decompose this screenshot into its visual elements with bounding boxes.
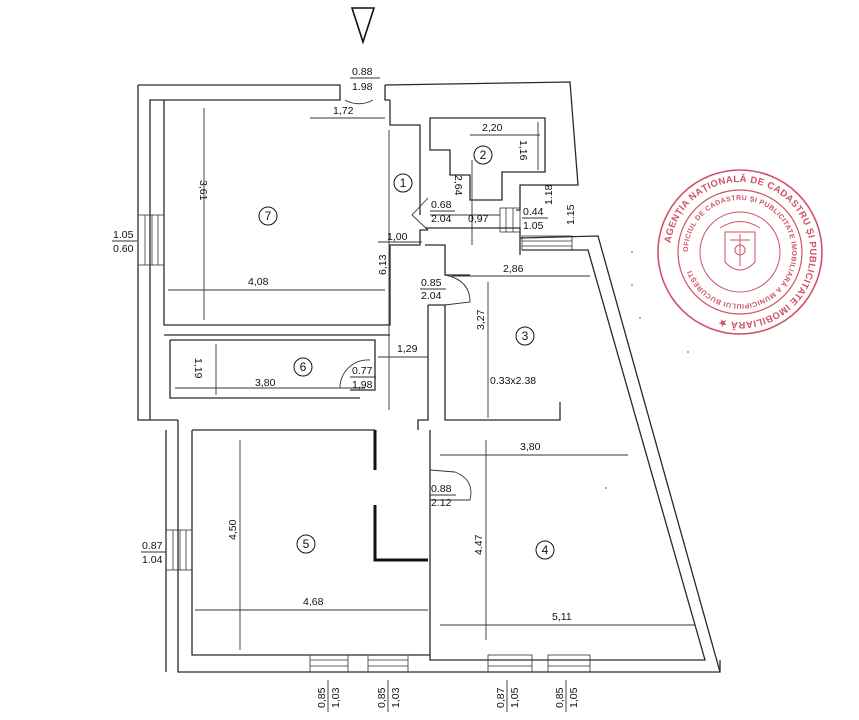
dim-door3-top: 0.85 [421,277,442,289]
dim-v118: 1.18 [543,184,555,205]
dim-room6-width: 3,80 [255,377,276,389]
dim-room2-side: 2,64 [452,175,464,196]
dim-door3-bottom: 2.04 [421,290,442,302]
room-4-number: 4 [542,543,549,557]
dim-room5-window-top: 0.87 [142,540,163,552]
dim-door2-bottom: 2.04 [431,213,452,225]
dim-entry-door-bottom: 1.98 [352,81,373,93]
dim-bw1-bottom: 1,03 [330,687,342,708]
dim-room7-window-bottom: 0.60 [113,243,134,255]
room-2-walls [429,117,546,201]
room-5-number: 5 [303,537,310,551]
dim-room4-bottom-width: 5,11 [552,611,572,623]
scan-dots [605,251,689,489]
windows [137,207,591,673]
dim-bw4-top: 0,85 [554,687,566,708]
dim-door2-top: 0.68 [431,199,452,211]
dim-room2-height: 1,16 [517,140,529,161]
dim-bw4-bottom: 1,05 [568,687,580,708]
doors [339,99,472,501]
dim-v115: 1.15 [565,204,577,225]
dim-win2-bottom: 1.05 [523,220,544,232]
crest-icon [719,221,761,271]
dim-entry-door-top: 0.88 [352,66,373,78]
outer-walls [137,81,721,673]
dim-room7-width: 4,08 [248,276,269,288]
dimension-labels: 0.88 1.98 1,72 3,61 4,08 1.05 0.60 2,20 … [112,66,580,712]
dim-room3-niche: 0.33x2.38 [490,375,536,387]
dim-door6-bottom: 1,98 [352,379,373,391]
dim-hall-613: 6,13 [377,254,389,275]
dim-room5-height: 4,50 [227,519,239,540]
dim-bw1-top: 0,85 [316,687,328,708]
official-stamp: AGENȚIA NAȚIONALĂ DE CADASTRU ȘI PUBLICI… [657,169,823,335]
dim-bw3-top: 0,87 [495,687,507,708]
dim-hall-100: 1,00 [387,231,408,243]
dim-door4-bottom: 2.12 [431,497,452,509]
dim-hall-129: 1,29 [397,343,418,355]
dim-room4-height: 4.47 [473,534,485,555]
dim-bw2-top: 0,85 [376,687,388,708]
room-6-walls [170,339,376,391]
dim-room2-width: 2,20 [482,122,503,134]
room-markers: 1 2 3 4 5 6 7 [258,145,555,560]
dim-room4-top-width: 3,80 [520,441,541,453]
north-arrow-icon [350,7,376,45]
dim-room3-height: 3,27 [475,309,487,330]
room-1-number: 1 [400,176,407,190]
dim-bw2-bottom: 1,03 [390,687,402,708]
room-7-number: 7 [265,209,272,223]
dim-room5-window-bottom: 1.04 [142,554,163,566]
dim-hall-172: 1,72 [333,105,354,117]
room-6-number: 6 [300,360,307,374]
room-7-walls [163,100,428,326]
dim-bw3-bottom: 1,05 [509,687,521,708]
dimension-lines [168,108,695,650]
dim-hall-097: 0,97 [468,213,489,225]
dim-room6-height: 1,19 [192,358,204,379]
room-2-number: 2 [480,148,487,162]
dim-win2-top: 0.44 [523,206,544,218]
dim-door6-top: 0.77 [352,365,373,377]
dim-room3-width: 2,86 [503,263,524,275]
dim-room7-window-top: 1.05 [113,229,134,241]
dim-room5-width: 4,68 [303,596,324,608]
dim-room7-height: 3,61 [197,180,209,201]
room-3-number: 3 [522,329,529,343]
dim-door4-top: 0.88 [431,483,452,495]
